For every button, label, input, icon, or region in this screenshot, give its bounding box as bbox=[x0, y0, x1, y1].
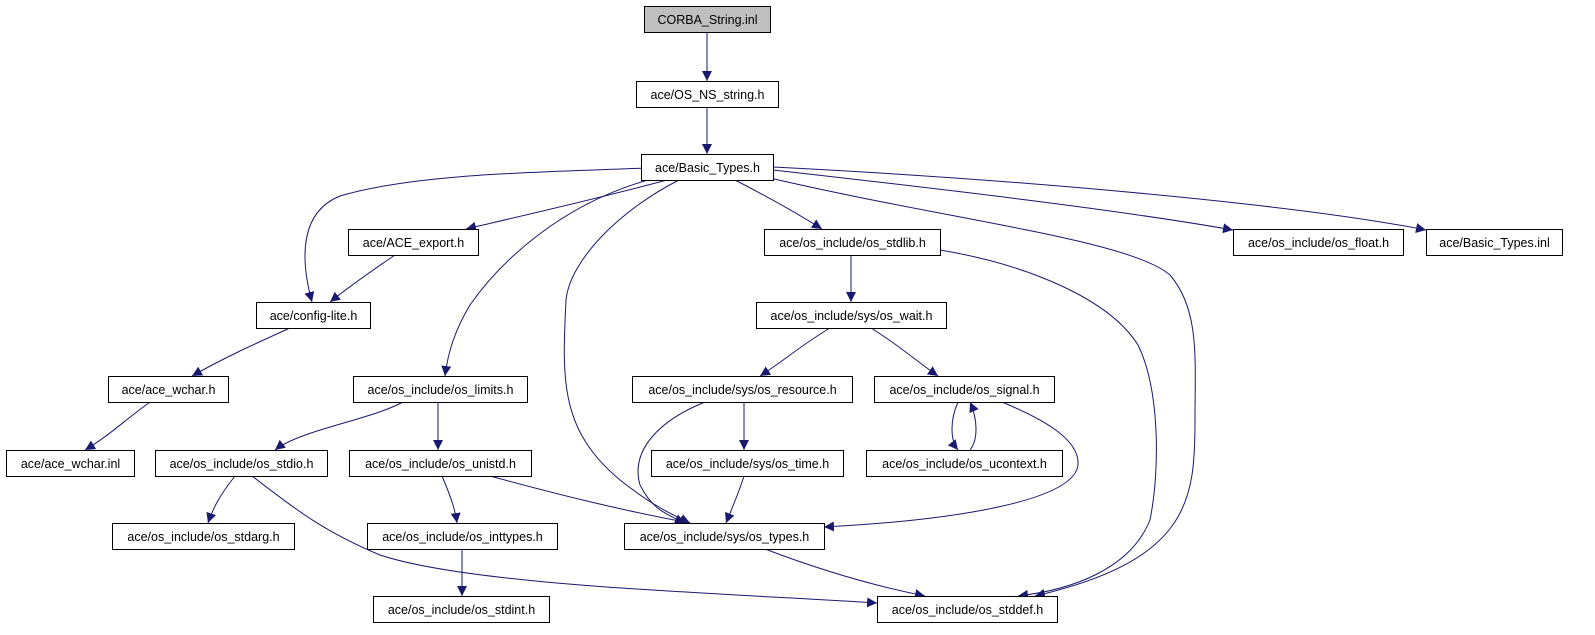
node-inttypes[interactable]: ace/os_include/os_inttypes.h bbox=[367, 523, 558, 550]
node-config-lite[interactable]: ace/config-lite.h bbox=[256, 302, 371, 329]
edge-systime-to-systypes bbox=[725, 475, 745, 524]
edge-basic_types-to-stddef bbox=[769, 177, 1196, 599]
node-label: ace/os_include/os_stdarg.h bbox=[127, 530, 279, 544]
node-box bbox=[636, 81, 779, 108]
node-stdlib[interactable]: ace/os_include/os_stdlib.h bbox=[764, 229, 941, 256]
node-label: ace/os_include/os_limits.h bbox=[368, 383, 514, 397]
node-ace-export[interactable]: ace/ACE_export.h bbox=[348, 229, 479, 256]
edge-wait-to-signal bbox=[870, 327, 939, 377]
node-systime[interactable]: ace/os_include/sys/os_time.h bbox=[651, 450, 844, 477]
node-box bbox=[866, 450, 1063, 477]
node-label: ace/os_include/os_float.h bbox=[1248, 236, 1389, 250]
node-box bbox=[373, 596, 550, 623]
node-box bbox=[353, 376, 528, 403]
node-label: ace/os_include/os_stdio.h bbox=[170, 457, 314, 471]
node-ns-string[interactable]: ace/OS_NS_string.h bbox=[636, 81, 779, 108]
node-basic-types[interactable]: ace/Basic_Types.h bbox=[641, 154, 774, 181]
node-box bbox=[155, 450, 328, 477]
node-box bbox=[367, 523, 558, 550]
edge-basic_types-to-systypes bbox=[563, 179, 691, 524]
node-box bbox=[349, 450, 532, 477]
node-label: ace/ace_wchar.h bbox=[122, 383, 216, 397]
node-box bbox=[756, 302, 947, 329]
node-label: ace/os_include/os_unistd.h bbox=[365, 457, 516, 471]
edge-basic_types-to-config_lite bbox=[304, 167, 647, 303]
node-box bbox=[1233, 229, 1404, 256]
node-box bbox=[112, 523, 295, 550]
edge-stdio-to-stdarg bbox=[206, 475, 236, 524]
node-box bbox=[6, 450, 135, 477]
edge-basic_types-to-limits bbox=[441, 179, 649, 377]
edge-ace_wchar-to-wchar_inl bbox=[84, 401, 151, 451]
node-label: ace/os_include/sys/os_wait.h bbox=[771, 309, 933, 323]
edge-ucontext-to-signal bbox=[969, 401, 979, 451]
edge-limits-to-stdio bbox=[274, 401, 404, 451]
node-box bbox=[1426, 229, 1563, 256]
node-label: CORBA_String.inl bbox=[657, 13, 757, 27]
node-resource[interactable]: ace/os_include/sys/os_resource.h bbox=[632, 376, 853, 403]
node-wchar-inl[interactable]: ace/ace_wchar.inl bbox=[6, 450, 135, 477]
node-box bbox=[651, 450, 844, 477]
node-label: ace/os_include/os_stdint.h bbox=[388, 603, 535, 617]
node-label: ace/ace_wchar.inl bbox=[21, 457, 120, 471]
edge-resource-to-systypes bbox=[637, 401, 706, 524]
node-ucontext[interactable]: ace/os_include/os_ucontext.h bbox=[866, 450, 1063, 477]
node-label: ace/os_include/os_stdlib.h bbox=[779, 236, 926, 250]
edge-unistd-to-systypes bbox=[489, 475, 691, 527]
node-box bbox=[624, 523, 825, 550]
node-label: ace/Basic_Types.inl bbox=[1439, 236, 1549, 250]
node-stddef[interactable]: ace/os_include/os_stddef.h bbox=[877, 596, 1058, 623]
node-limits[interactable]: ace/os_include/os_limits.h bbox=[353, 376, 528, 403]
edge-stdio-to-stddef bbox=[251, 475, 878, 608]
node-box bbox=[632, 376, 853, 403]
edge-stdlib-to-stddef bbox=[939, 249, 1157, 600]
node-box bbox=[764, 229, 941, 256]
node-corba[interactable]: CORBA_String.inl bbox=[644, 6, 771, 33]
edge-basic_types-to-stdlib bbox=[734, 179, 823, 230]
node-label: ace/os_include/os_stddef.h bbox=[892, 603, 1044, 617]
node-unistd[interactable]: ace/os_include/os_unistd.h bbox=[349, 450, 532, 477]
node-stdarg[interactable]: ace/os_include/os_stdarg.h bbox=[112, 523, 295, 550]
node-label: ace/os_include/os_signal.h bbox=[889, 383, 1039, 397]
node-systypes[interactable]: ace/os_include/sys/os_types.h bbox=[624, 523, 825, 550]
node-signal[interactable]: ace/os_include/os_signal.h bbox=[874, 376, 1055, 403]
edge-basic_types-to-ace_export bbox=[465, 179, 668, 232]
edge-basic_types-to-basic_inl bbox=[772, 166, 1427, 233]
node-label: ace/os_include/os_inttypes.h bbox=[382, 530, 543, 544]
edge-systypes-to-stddef bbox=[764, 548, 926, 599]
node-box bbox=[877, 596, 1058, 623]
node-label: ace/ACE_export.h bbox=[363, 236, 464, 250]
nodes-layer: CORBA_String.inl ace/OS_NS_string.h ace/Ba… bbox=[6, 6, 1563, 623]
node-box bbox=[256, 302, 371, 329]
node-wait[interactable]: ace/os_include/sys/os_wait.h bbox=[756, 302, 947, 329]
node-basic-inl[interactable]: ace/Basic_Types.inl bbox=[1426, 229, 1563, 256]
node-label: ace/config-lite.h bbox=[270, 309, 358, 323]
node-label: ace/OS_NS_string.h bbox=[651, 88, 765, 102]
node-label: ace/os_include/sys/os_resource.h bbox=[648, 383, 836, 397]
node-stdio[interactable]: ace/os_include/os_stdio.h bbox=[155, 450, 328, 477]
edge-ace_export-to-config_lite bbox=[329, 254, 396, 303]
node-ace-wchar[interactable]: ace/ace_wchar.h bbox=[108, 376, 229, 403]
edge-wait-to-resource bbox=[759, 327, 831, 377]
edge-config_lite-to-ace_wchar bbox=[191, 327, 291, 377]
node-box bbox=[644, 6, 771, 33]
node-box bbox=[108, 376, 229, 403]
node-label: ace/os_include/os_ucontext.h bbox=[882, 457, 1047, 471]
node-label: ace/Basic_Types.h bbox=[655, 161, 760, 175]
edge-unistd-to-inttypes bbox=[441, 475, 461, 524]
node-stdint[interactable]: ace/os_include/os_stdint.h bbox=[373, 596, 550, 623]
node-label: ace/os_include/sys/os_time.h bbox=[666, 457, 829, 471]
node-box bbox=[874, 376, 1055, 403]
edge-signal-to-systypes bbox=[823, 401, 1079, 532]
edges-layer bbox=[84, 32, 1427, 608]
node-box bbox=[348, 229, 479, 256]
node-label: ace/os_include/sys/os_types.h bbox=[640, 530, 810, 544]
edge-basic_types-to-float bbox=[772, 169, 1234, 234]
node-box bbox=[641, 154, 774, 181]
node-float[interactable]: ace/os_include/os_float.h bbox=[1233, 229, 1404, 256]
edge-signal-to-ucontext bbox=[947, 401, 959, 451]
